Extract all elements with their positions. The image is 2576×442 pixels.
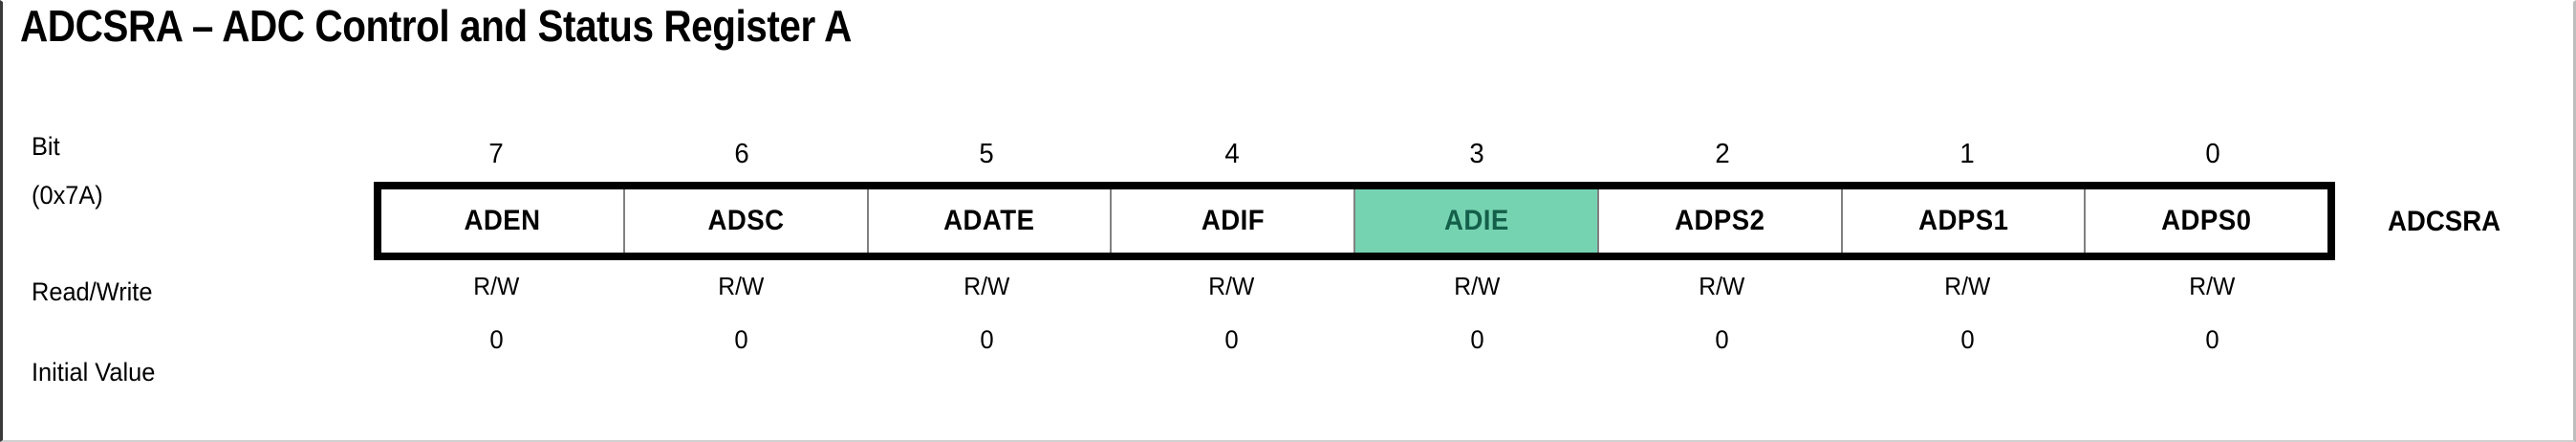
initial-value: 0 — [1600, 312, 1846, 367]
initial-value: 0 — [619, 312, 865, 367]
register-bit-cell[interactable]: ADPS2 — [1598, 189, 1843, 253]
row-label-read-write: Read/Write — [32, 277, 153, 306]
bit-number-row: 7 6 5 4 3 2 1 0 — [374, 126, 2335, 182]
bit-number: 5 — [864, 126, 1110, 182]
read-write-value: R/W — [619, 260, 865, 312]
register-bit-name: ADEN — [464, 205, 541, 236]
register-bit-name: ADIE — [1443, 205, 1509, 236]
initial-value: 0 — [1354, 312, 1600, 367]
read-write-row: R/W R/W R/W R/W R/W R/W R/W R/W — [374, 260, 2335, 312]
register-bit-name: ADPS0 — [2161, 205, 2252, 236]
bit-number-label: 3 — [1469, 138, 1484, 169]
row-label-bit: Bit — [32, 132, 60, 161]
initial-value: 0 — [2090, 312, 2336, 367]
register-bit-name: ADSC — [707, 205, 785, 236]
read-write-value: R/W — [374, 260, 619, 312]
register-bit-cell[interactable]: ADPS0 — [2086, 189, 2327, 253]
register-bit-cell-highlighted[interactable]: ADIE — [1355, 189, 1599, 253]
read-write-value: R/W — [2090, 260, 2336, 312]
read-write-value: R/W — [1110, 260, 1355, 312]
bit-number-label: 7 — [488, 138, 504, 169]
page-title: ADCSRA – ADC Control and Status Register… — [20, 1, 852, 51]
register-bit-cell[interactable]: ADEN — [381, 189, 625, 253]
register-bit-cell[interactable]: ADPS1 — [1842, 189, 2087, 253]
bit-number-label: 4 — [1224, 138, 1240, 169]
read-write-label: R/W — [1208, 272, 1255, 300]
initial-value: 0 — [1845, 312, 2090, 367]
register-bit-cell[interactable]: ADSC — [624, 189, 869, 253]
initial-value-label: 0 — [1470, 324, 1484, 354]
read-write-value: R/W — [1354, 260, 1600, 312]
register-bit-cell[interactable]: ADIF — [1112, 189, 1355, 253]
bit-number: 2 — [1600, 126, 1846, 182]
bit-number-label: 5 — [979, 138, 994, 169]
read-write-label: R/W — [2189, 272, 2236, 300]
initial-value-label: 0 — [489, 324, 504, 354]
read-write-label: R/W — [718, 272, 765, 300]
initial-value-label: 0 — [734, 324, 748, 354]
initial-value-label: 0 — [1715, 324, 1729, 354]
register-bit-name: ADIF — [1201, 205, 1265, 236]
read-write-value: R/W — [1600, 260, 1846, 312]
read-write-label: R/W — [1944, 272, 1991, 300]
register-bit-name: ADPS1 — [1917, 205, 2009, 236]
read-write-label: R/W — [473, 272, 520, 300]
initial-value: 0 — [374, 312, 619, 367]
bit-number: 7 — [374, 126, 619, 182]
initial-value-row: 0 0 0 0 0 0 0 0 — [374, 312, 2335, 367]
initial-value-label: 0 — [2205, 324, 2219, 354]
bit-number-label: 6 — [734, 138, 749, 169]
bit-number: 6 — [619, 126, 865, 182]
row-label-address: (0x7A) — [32, 181, 103, 210]
read-write-label: R/W — [1699, 272, 1745, 300]
read-write-value: R/W — [1845, 260, 2090, 312]
bit-number: 4 — [1110, 126, 1355, 182]
initial-value-label: 0 — [1224, 324, 1239, 354]
read-write-label: R/W — [963, 272, 1010, 300]
register-bit-name: ADATE — [943, 205, 1035, 236]
bit-number-label: 2 — [1715, 138, 1730, 169]
bit-number: 0 — [2090, 126, 2336, 182]
initial-value-label: 0 — [980, 324, 994, 354]
initial-value: 0 — [1110, 312, 1355, 367]
register-bit-cell[interactable]: ADATE — [868, 189, 1113, 253]
register-grid: 7 6 5 4 3 2 1 0 ADEN ADSC ADATE ADIF ADIE ADPS2 ADPS1… — [374, 126, 2335, 367]
bit-number: 3 — [1354, 126, 1600, 182]
register-name-label: ADCSRA — [2388, 206, 2501, 237]
read-write-value: R/W — [864, 260, 1110, 312]
bit-number-label: 0 — [2205, 138, 2220, 169]
row-label-initial-value: Initial Value — [32, 358, 156, 387]
bit-number-label: 1 — [1959, 138, 1975, 169]
register-bit-name: ADPS2 — [1674, 205, 1765, 236]
bit-number: 1 — [1845, 126, 2090, 182]
initial-value: 0 — [864, 312, 1110, 367]
register-bit-box: ADEN ADSC ADATE ADIF ADIE ADPS2 ADPS1 ADPS0 — [374, 182, 2335, 260]
read-write-label: R/W — [1454, 272, 1501, 300]
initial-value-label: 0 — [1960, 324, 1975, 354]
